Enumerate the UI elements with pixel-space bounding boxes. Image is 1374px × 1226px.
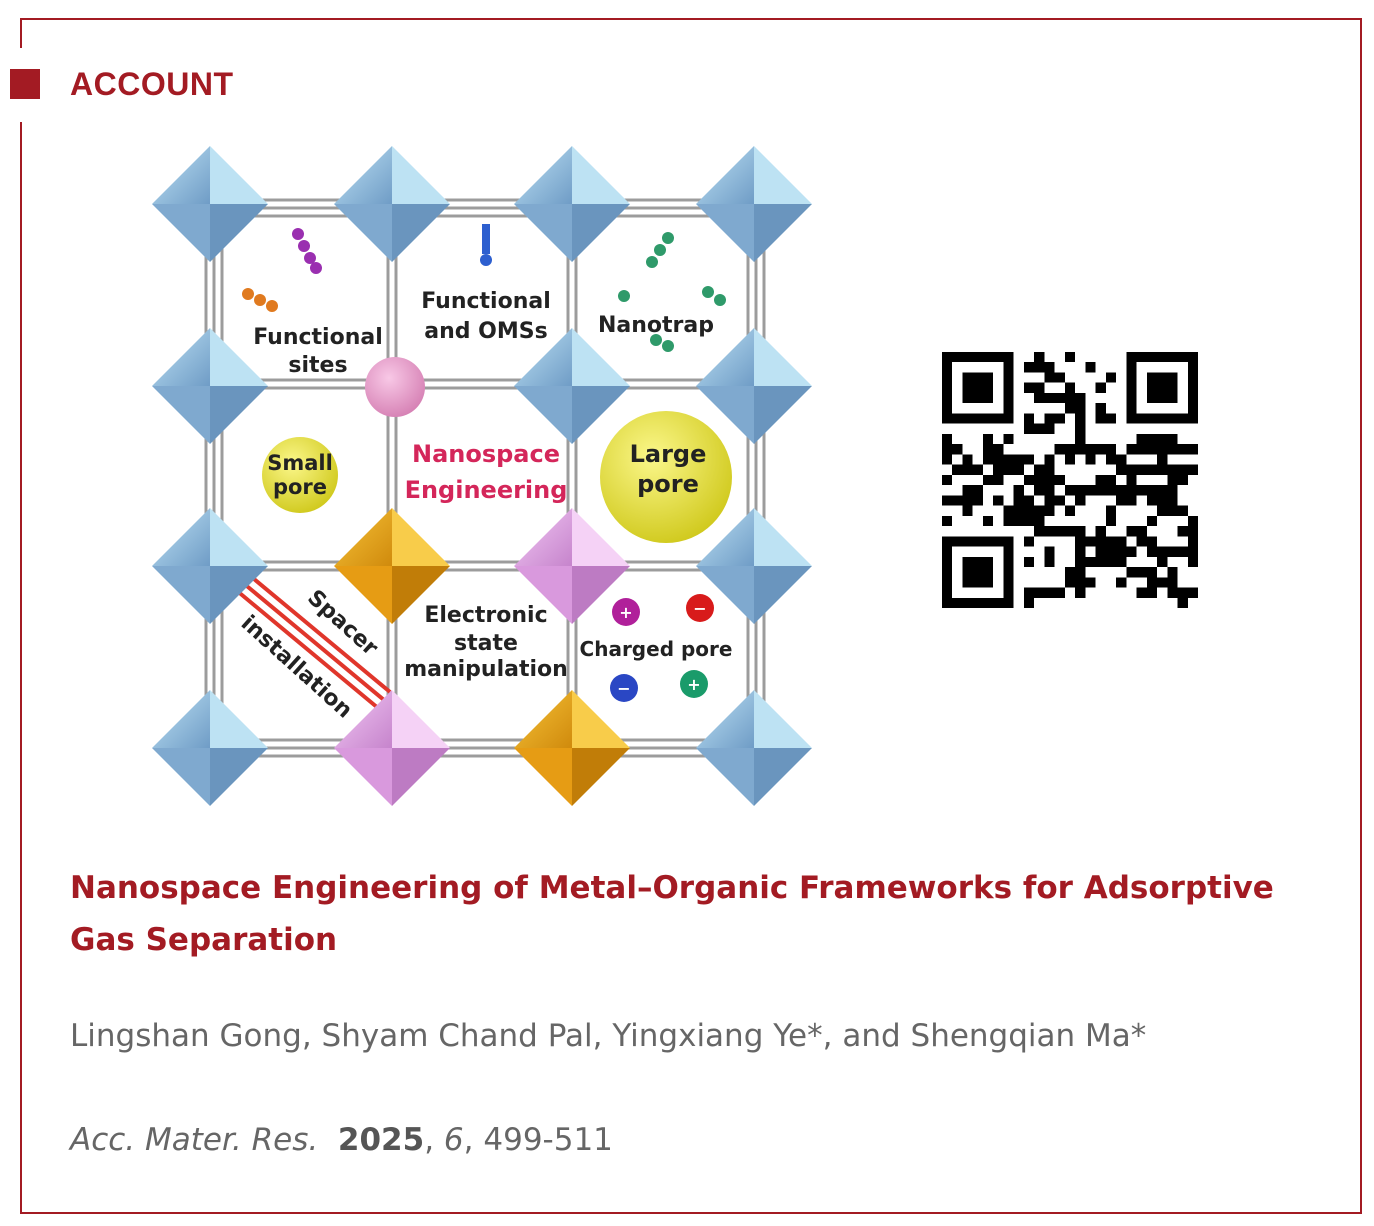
node-blue (696, 508, 812, 624)
article-authors: Lingshan Gong, Shyam Chand Pal, Yingxian… (70, 1018, 1147, 1054)
toc-figure: + − − + Functional sites Functional and … (152, 146, 812, 806)
label-functional-omss-2: and OMSs (424, 319, 547, 344)
node-blue (152, 146, 268, 262)
node-orange (334, 508, 450, 624)
charged-ions: + − − + (610, 594, 714, 702)
svg-text:+: + (687, 675, 700, 694)
node-pink (334, 690, 450, 806)
label-large-pore-2: pore (637, 470, 699, 498)
svg-text:+: + (619, 603, 632, 622)
label-small-pore: Small (267, 451, 333, 475)
label-electronic-2: state (454, 631, 518, 656)
node-blue (696, 690, 812, 806)
small-pore-sphere (262, 437, 338, 513)
label-electronic: Electronic (424, 603, 547, 628)
section-tag: ACCOUNT (70, 66, 234, 102)
large-pore-sphere (600, 411, 732, 543)
label-charged-pore: Charged pore (580, 637, 733, 661)
metal-site-ball (365, 357, 425, 417)
node-pink (514, 508, 630, 624)
qr-code[interactable] (942, 352, 1198, 608)
svg-text:−: − (693, 599, 706, 618)
journal-name: Acc. Mater. Res. (70, 1122, 319, 1158)
spacer-rods (234, 572, 392, 710)
label-functional-sites: Functional (253, 325, 383, 350)
node-blue (514, 146, 630, 262)
label-functional-omss: Functional (421, 289, 551, 314)
framework-rods (204, 198, 766, 758)
label-small-pore-2: pore (273, 475, 327, 499)
svg-text:−: − (617, 679, 630, 698)
octahedral-nodes (152, 146, 812, 806)
section-marker (10, 69, 40, 99)
label-engineering: Engineering (405, 476, 568, 504)
label-nanotrap: Nanotrap (598, 313, 714, 338)
label-electronic-3: manipulation (404, 657, 568, 682)
node-blue (696, 328, 812, 444)
node-blue (152, 328, 268, 444)
node-blue (696, 146, 812, 262)
volume-number: 6 (443, 1122, 464, 1158)
functional-groups (242, 224, 726, 352)
node-blue (152, 508, 268, 624)
node-blue (152, 690, 268, 806)
article-title[interactable]: Nanospace Engineering of Metal–Organic F… (70, 870, 1274, 958)
article-citation: Acc. Mater. Res. 2025, 6, 499-511 (70, 1122, 613, 1158)
node-blue (334, 146, 450, 262)
publication-year: 2025 (337, 1122, 425, 1158)
label-functional-sites-2: sites (288, 353, 347, 378)
node-orange (514, 690, 630, 806)
node-blue (514, 328, 630, 444)
page-range: 499-511 (483, 1122, 613, 1158)
label-nanospace: Nanospace (412, 440, 560, 468)
label-large-pore: Large (630, 440, 707, 468)
